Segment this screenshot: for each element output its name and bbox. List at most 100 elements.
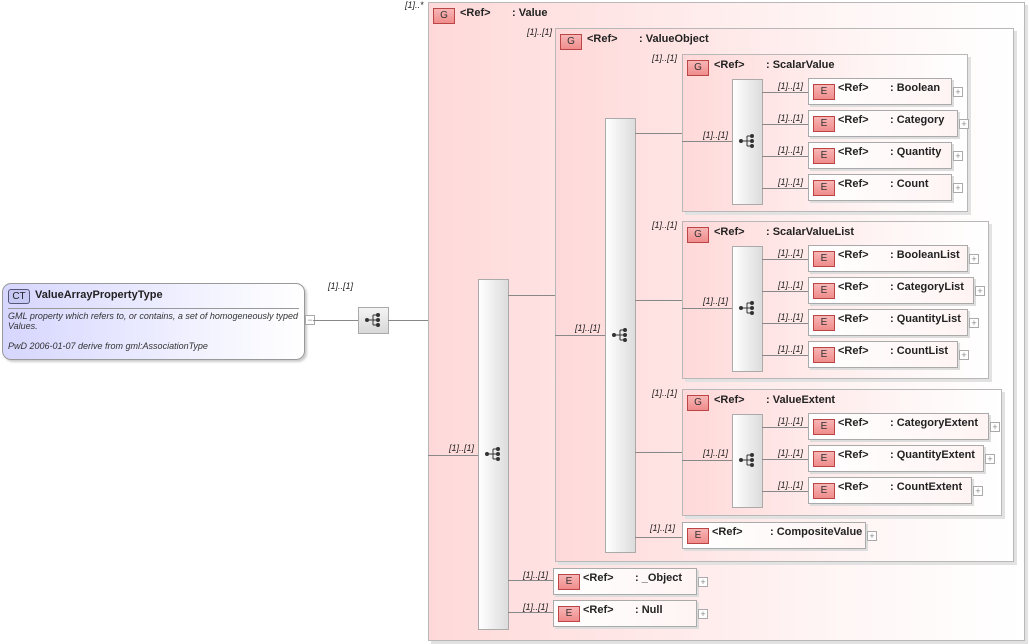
connector-line <box>762 459 808 460</box>
complex-type-name: ValueArrayPropertyType <box>35 289 163 301</box>
occurrence-label: [1]..[1] <box>575 323 601 333</box>
expand-button[interactable]: + <box>959 350 969 360</box>
sequence-icon <box>739 301 754 315</box>
element-name: : QuantityExtent <box>890 449 975 461</box>
occurrence-label: [1]..[1] <box>778 81 804 91</box>
group-badge: G <box>433 8 455 24</box>
connector-line <box>635 452 682 453</box>
connector-line <box>762 427 808 428</box>
element-name: : CountList <box>890 345 949 357</box>
group-name: : Value <box>512 7 548 19</box>
ref-label: <Ref> <box>838 313 869 325</box>
element-badge: E <box>813 148 835 164</box>
ref-label: <Ref> <box>838 82 869 94</box>
element-badge: E <box>813 483 835 499</box>
group-badge: G <box>687 60 709 76</box>
ref-label: <Ref> <box>838 114 869 126</box>
sequence-compositor[interactable] <box>605 118 636 553</box>
element-badge: E <box>687 528 709 544</box>
occurrence-label: [1]..[1] <box>703 448 729 458</box>
occurrence-label: [1]..[1] <box>523 602 549 612</box>
element-composite-value[interactable] <box>682 522 866 549</box>
element-badge: E <box>813 451 835 467</box>
element-name: : QuantityList <box>890 313 961 325</box>
ref-label: <Ref> <box>838 481 869 493</box>
expand-button[interactable]: + <box>698 577 708 587</box>
occurrence-label: [1]..[1] <box>778 416 804 426</box>
connector-line <box>762 92 808 93</box>
expand-button[interactable]: + <box>953 151 963 161</box>
expand-button[interactable]: + <box>953 87 963 97</box>
expand-button[interactable]: + <box>990 422 1000 432</box>
group-badge: G <box>687 395 709 411</box>
doc-line: GML property which refers to, or contain… <box>8 311 298 331</box>
ref-label: <Ref> <box>583 572 614 584</box>
element-badge: E <box>813 84 835 100</box>
connector-line <box>635 537 682 538</box>
ref-label: <Ref> <box>712 526 743 538</box>
element-count-extent[interactable] <box>808 477 972 504</box>
expand-button[interactable]: + <box>975 286 985 296</box>
connector-line <box>635 300 682 301</box>
connector-line <box>762 259 808 260</box>
element-category-list[interactable] <box>808 277 974 304</box>
element-category-extent[interactable] <box>808 413 989 440</box>
doc-line: PwD 2006-01-07 derive from gml:Associati… <box>8 341 208 351</box>
ref-label: <Ref> <box>583 604 614 616</box>
occurrence-label: [1]..[1] <box>778 312 804 322</box>
connector-line <box>762 188 808 189</box>
occurrence-label: [1]..[1] <box>778 480 804 490</box>
element-badge: E <box>813 315 835 331</box>
element-name: : Null <box>635 604 663 616</box>
element-name: : Boolean <box>890 82 941 94</box>
expand-button[interactable]: + <box>867 531 877 541</box>
occurrence-label: [1]..[1] <box>778 248 804 258</box>
occurrence-label: [1]..[1] <box>778 280 804 290</box>
element-quantity-extent[interactable] <box>808 445 984 472</box>
occurrence-label: [1]..[1] <box>449 443 475 453</box>
expand-button[interactable]: + <box>698 609 708 619</box>
element-badge: E <box>813 180 835 196</box>
expand-button[interactable]: + <box>969 254 979 264</box>
expand-button[interactable]: + <box>973 486 983 496</box>
sequence-icon <box>739 453 754 467</box>
element-name: : CountExtent <box>890 481 963 493</box>
connector-line <box>762 323 808 324</box>
ref-label: <Ref> <box>714 394 745 406</box>
element-name: : Count <box>890 178 929 190</box>
connector-line <box>762 355 808 356</box>
ref-label: <Ref> <box>838 281 869 293</box>
connector-line <box>313 320 358 321</box>
group-badge: G <box>687 227 709 243</box>
group-name: : ValueExtent <box>766 394 836 406</box>
expand-button[interactable]: + <box>985 454 995 464</box>
connector-line <box>508 295 555 296</box>
occurrence-label: [1]..* <box>405 0 424 10</box>
occurrence-label: [1]..[1] <box>328 281 354 291</box>
element-badge: E <box>813 116 835 132</box>
element-badge: E <box>813 419 835 435</box>
complex-type-box: CT ValueArrayPropertyType GML property w… <box>2 283 305 360</box>
occurrence-label: [1]..[1] <box>650 523 676 533</box>
element-badge: E <box>558 606 580 622</box>
element-name: : CategoryExtent <box>890 417 979 429</box>
ref-label: <Ref> <box>838 345 869 357</box>
expand-button[interactable]: + <box>959 119 969 129</box>
connector-line <box>762 124 808 125</box>
expand-button[interactable]: + <box>969 318 979 328</box>
occurrence-label: [1]..[1] <box>527 27 553 37</box>
occurrence-label: [1]..[1] <box>652 388 678 398</box>
sequence-icon <box>365 313 380 327</box>
ref-label: <Ref> <box>838 249 869 261</box>
occurrence-label: [1]..[1] <box>778 177 804 187</box>
sequence-icon <box>485 446 500 461</box>
group-name: : ValueObject <box>639 33 709 45</box>
ref-label: <Ref> <box>460 7 491 19</box>
ref-label: <Ref> <box>714 59 745 71</box>
ref-label: <Ref> <box>838 146 869 158</box>
connector-line <box>508 612 553 613</box>
expand-button[interactable]: + <box>953 183 963 193</box>
connector-line <box>682 308 732 309</box>
group-name: : ScalarValue <box>766 59 835 71</box>
element-badge: E <box>813 347 835 363</box>
